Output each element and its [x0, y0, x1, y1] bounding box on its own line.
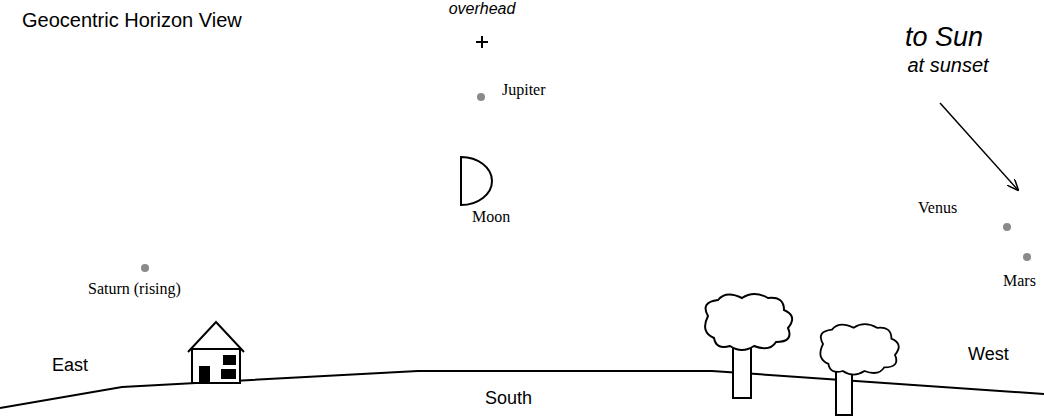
planet-label: Mars: [1003, 272, 1036, 290]
moon-shape: [461, 157, 492, 205]
planet-label: Jupiter: [502, 81, 546, 99]
jupiter-dot: [477, 93, 485, 101]
planet-label: Saturn (rising): [88, 280, 181, 298]
tree-icon: [820, 324, 898, 415]
saturn-dot: [141, 264, 149, 272]
direction-label: South: [485, 388, 532, 409]
sun-arrow: [940, 103, 1018, 190]
zenith-mark: [476, 36, 488, 48]
direction-label: West: [968, 344, 1009, 365]
house-icon: [188, 322, 244, 383]
mars-dot: [1023, 253, 1031, 261]
sun-label: to Sun: [905, 22, 983, 53]
direction-label: East: [52, 355, 88, 376]
tree-icon: [705, 294, 792, 398]
moon-label: Moon: [472, 208, 510, 226]
sun-note: at sunset: [907, 54, 988, 77]
zenith-label: overhead: [449, 0, 516, 18]
horizon-line: [0, 371, 1044, 408]
diagram-title: Geocentric Horizon View: [22, 9, 242, 32]
venus-dot: [1003, 223, 1011, 231]
planet-label: Venus: [918, 199, 957, 217]
